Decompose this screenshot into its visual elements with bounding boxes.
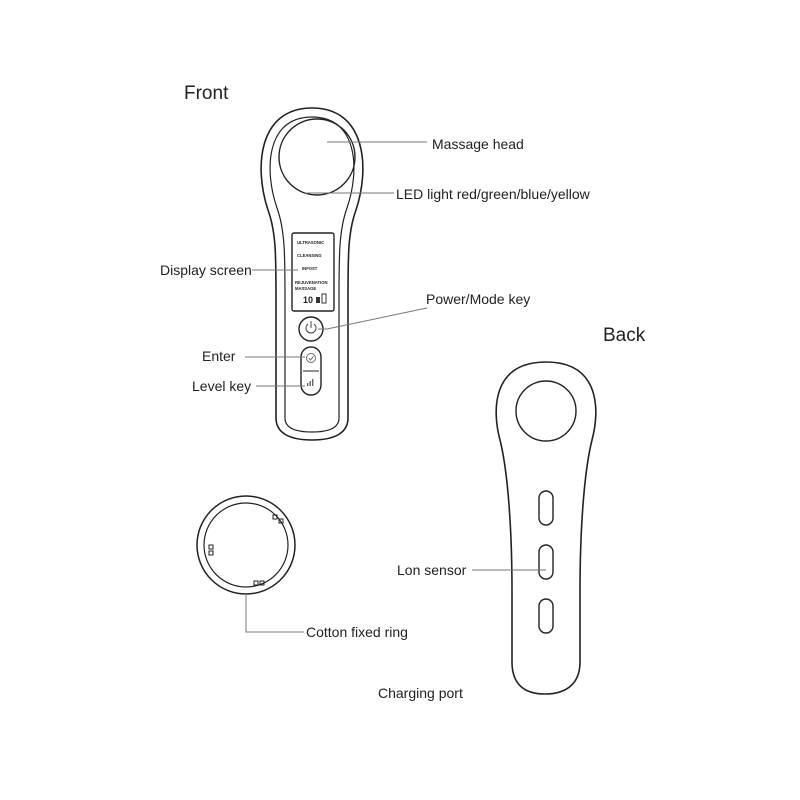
label-enter: Enter bbox=[202, 348, 236, 364]
signal-bars-icon bbox=[307, 379, 314, 386]
screen-line-1: ULTRASONIC bbox=[297, 240, 324, 245]
lon-sensor-1 bbox=[538, 490, 554, 526]
display-screen-content: ULTRASONIC CLEANSING INFOST REJUVENATION… bbox=[295, 240, 328, 305]
screen-line-5: MASSAGE bbox=[295, 286, 316, 291]
heading-front: Front bbox=[184, 83, 229, 104]
front-body-outer bbox=[260, 107, 364, 441]
label-level-key: Level key bbox=[192, 378, 252, 394]
screen-line-4: REJUVENATION bbox=[295, 280, 328, 285]
leader-power-mode bbox=[318, 307, 428, 330]
heading-back: Back bbox=[603, 325, 646, 346]
enter-level-buttons bbox=[300, 346, 322, 396]
display-frame bbox=[291, 232, 335, 312]
leader-lines bbox=[245, 141, 546, 633]
screen-line-2: CLEANSING bbox=[297, 253, 322, 258]
screen-readout: 10 bbox=[303, 295, 313, 305]
front-device bbox=[260, 107, 364, 441]
screen-indicators bbox=[316, 293, 327, 304]
label-lon-sensor: Lon sensor bbox=[397, 562, 467, 578]
label-display-screen: Display screen bbox=[160, 262, 252, 278]
label-led-light: LED light red/green/blue/yellow bbox=[396, 186, 590, 202]
label-charging-port: Charging port bbox=[378, 685, 463, 701]
back-body bbox=[495, 361, 597, 695]
back-massage-head bbox=[515, 380, 577, 442]
label-cotton-fixed-ring: Cotton fixed ring bbox=[306, 624, 408, 640]
check-circle-icon bbox=[306, 353, 316, 363]
label-power-mode-key: Power/Mode key bbox=[426, 291, 531, 307]
leader-cotton-ring bbox=[245, 594, 304, 633]
screen-line-3: INFOST bbox=[302, 266, 318, 271]
front-body-inner bbox=[269, 116, 355, 433]
cotton-fixed-ring bbox=[196, 495, 296, 595]
label-massage-head: Massage head bbox=[432, 136, 524, 152]
back-device bbox=[495, 361, 597, 695]
lon-sensor-3 bbox=[538, 598, 554, 634]
lon-sensor-2 bbox=[538, 544, 554, 580]
ring-clips bbox=[208, 514, 284, 586]
massage-head bbox=[278, 118, 356, 196]
power-icon bbox=[305, 321, 317, 334]
